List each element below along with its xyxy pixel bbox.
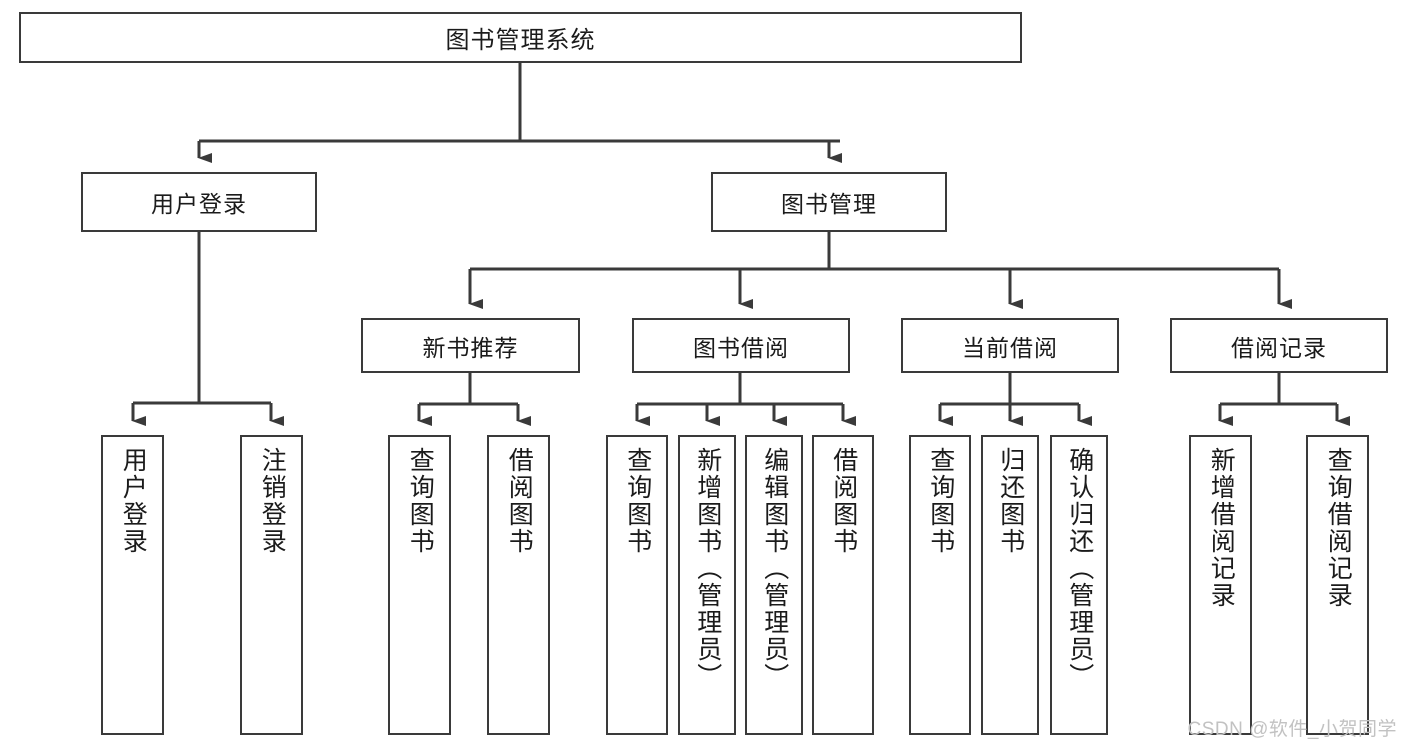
node-leaf-user-login-label: 用户登录 (119, 447, 148, 555)
node-root-label: 图书管理系统 (445, 27, 596, 54)
node-leaf-add-record-label: 新增借阅记录 (1207, 447, 1236, 609)
node-borrow-record[interactable]: 借阅记录 (1170, 318, 1388, 373)
node-leaf-return-book-label: 归还图书 (996, 447, 1025, 555)
node-book-manage-label: 图书管理 (781, 191, 877, 217)
node-user-login-label: 用户登录 (151, 191, 247, 217)
node-book-borrow[interactable]: 图书借阅 (632, 318, 850, 373)
node-leaf-query-record-label: 查询借阅记录 (1324, 447, 1353, 609)
node-leaf-query-record[interactable]: 查询借阅记录 (1306, 435, 1369, 735)
node-current-borrow-label: 当前借阅 (962, 334, 1058, 361)
node-root[interactable]: 图书管理系统 (19, 12, 1022, 63)
node-user-login[interactable]: 用户登录 (81, 172, 317, 232)
node-leaf-query-book-3[interactable]: 查询图书 (909, 435, 971, 735)
node-leaf-user-login[interactable]: 用户登录 (101, 435, 164, 735)
node-leaf-query-book-1[interactable]: 查询图书 (388, 435, 451, 735)
node-leaf-return-book[interactable]: 归还图书 (981, 435, 1039, 735)
node-borrow-record-label: 借阅记录 (1231, 334, 1327, 361)
node-leaf-query-book-2-label: 查询图书 (623, 447, 652, 555)
node-leaf-add-book-label: 新增图书（管理员） (693, 447, 722, 690)
node-leaf-user-logout-label: 注销登录 (258, 447, 287, 555)
node-leaf-borrow-book-1-label: 借阅图书 (505, 447, 534, 555)
node-leaf-confirm-return[interactable]: 确认归还（管理员） (1050, 435, 1108, 735)
node-leaf-query-book-2[interactable]: 查询图书 (606, 435, 668, 735)
node-book-borrow-label: 图书借阅 (693, 334, 789, 361)
node-leaf-add-record[interactable]: 新增借阅记录 (1189, 435, 1252, 735)
node-new-book-recommend-label: 新书推荐 (422, 334, 519, 361)
node-leaf-borrow-book-2-label: 借阅图书 (829, 447, 858, 555)
node-leaf-confirm-return-label: 确认归还（管理员） (1065, 447, 1094, 690)
node-leaf-edit-book[interactable]: 编辑图书（管理员） (745, 435, 803, 735)
node-leaf-user-logout[interactable]: 注销登录 (240, 435, 303, 735)
node-book-manage[interactable]: 图书管理 (711, 172, 947, 232)
node-current-borrow[interactable]: 当前借阅 (901, 318, 1119, 373)
node-leaf-edit-book-label: 编辑图书（管理员） (760, 447, 789, 690)
node-leaf-query-book-1-label: 查询图书 (406, 447, 435, 555)
node-leaf-add-book[interactable]: 新增图书（管理员） (678, 435, 736, 735)
node-leaf-borrow-book-2[interactable]: 借阅图书 (812, 435, 874, 735)
node-leaf-borrow-book-1[interactable]: 借阅图书 (487, 435, 550, 735)
node-leaf-query-book-3-label: 查询图书 (926, 447, 955, 555)
node-new-book-recommend[interactable]: 新书推荐 (361, 318, 580, 373)
csdn-watermark: CSDN @软件_小贺同学 (1187, 719, 1397, 740)
